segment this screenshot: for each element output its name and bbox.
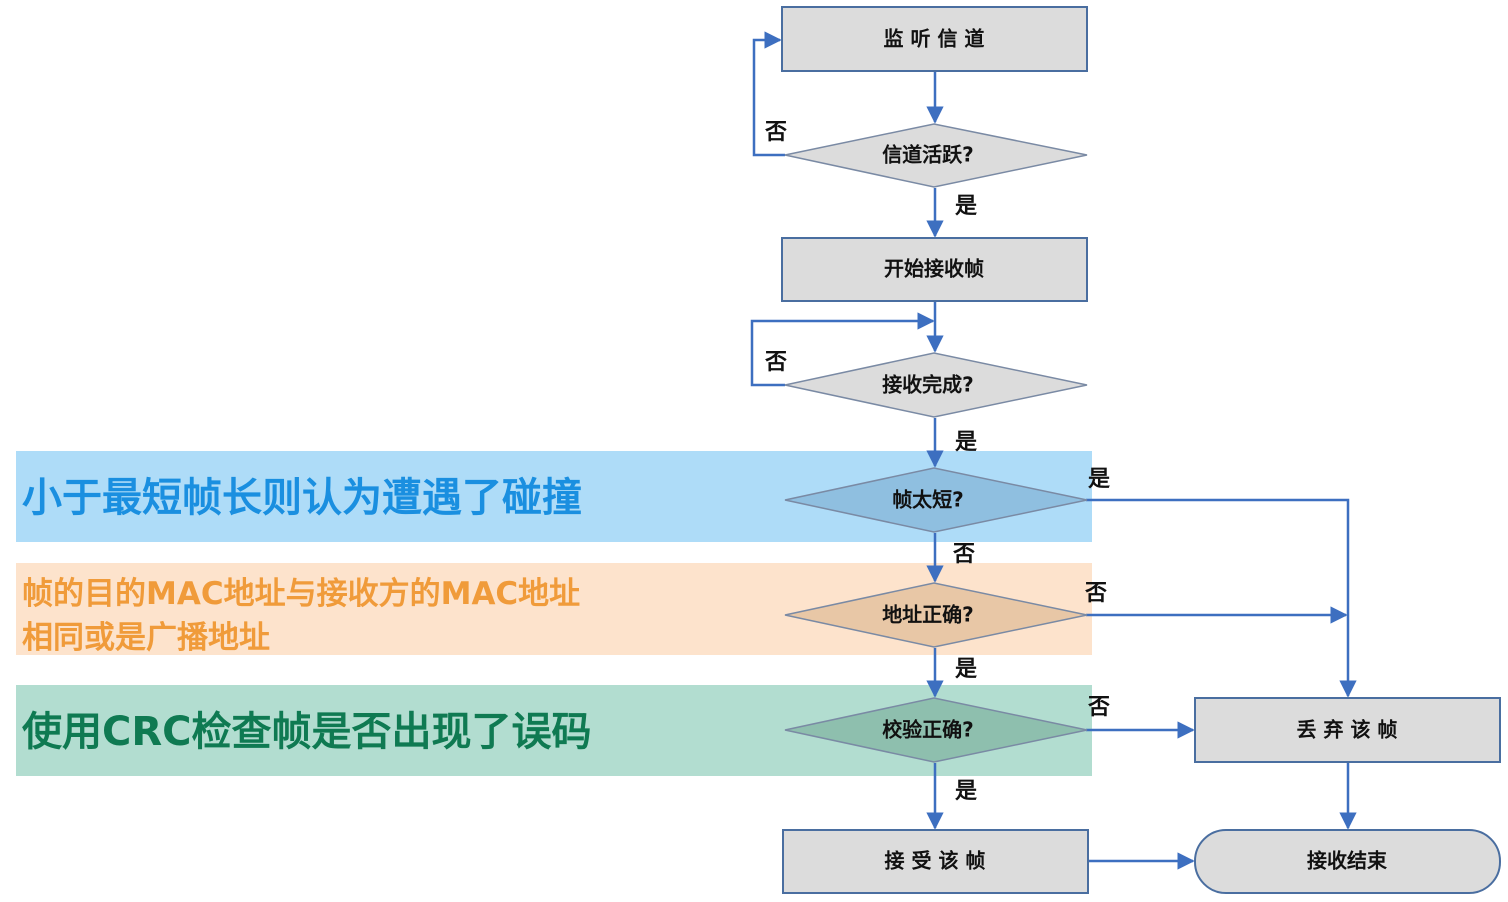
node-receive-done: 接收完成? — [784, 352, 1088, 418]
node-listen: 监 听 信 道 — [781, 6, 1088, 72]
edge-label-short-no: 否 — [952, 542, 975, 567]
edge-label-short-yes: 是 — [1088, 467, 1110, 492]
node-checksum-ok-label: 校验正确? — [882, 718, 974, 742]
node-frame-short: 帧太短? — [784, 467, 1088, 533]
crc-note: 使用CRC检查帧是否出现了误码 — [22, 709, 592, 755]
edge-label-checksum-no: 否 — [1087, 695, 1110, 720]
edge-active-no-loop — [752, 31, 785, 157]
node-end: 接收结束 — [1194, 829, 1501, 894]
node-accept: 接 受 该 帧 — [782, 829, 1089, 894]
edge-label-channel-no: 否 — [764, 120, 787, 145]
edge-short-yes-to-discard — [1086, 498, 1357, 698]
collision-note: 小于最短帧长则认为遭遇了碰撞 — [22, 475, 582, 521]
address-note: 帧的目的MAC地址与接收方的MAC地址 相同或是广播地址 — [22, 576, 581, 656]
node-start-receive-label: 开始接收帧 — [884, 257, 984, 281]
edge-label-receive-yes: 是 — [955, 430, 977, 455]
node-receive-done-label: 接收完成? — [882, 373, 974, 397]
node-address-ok-label: 地址正确? — [882, 603, 974, 627]
node-channel-active: 信道活跃? — [784, 123, 1088, 188]
edge-label-channel-yes: 是 — [955, 194, 977, 219]
edge-label-receive-no: 否 — [764, 350, 787, 375]
node-address-ok: 地址正确? — [784, 582, 1088, 648]
node-listen-label: 监 听 信 道 — [884, 27, 985, 51]
node-frame-short-label: 帧太短? — [892, 488, 964, 512]
edge-label-checksum-yes: 是 — [955, 779, 977, 804]
node-discard-label: 丢 弃 该 帧 — [1297, 718, 1398, 742]
edge-label-address-no: 否 — [1084, 581, 1107, 606]
node-discard: 丢 弃 该 帧 — [1194, 697, 1501, 763]
node-end-label: 接收结束 — [1307, 849, 1388, 873]
node-checksum-ok: 校验正确? — [784, 697, 1088, 763]
node-channel-active-label: 信道活跃? — [882, 143, 974, 167]
node-accept-label: 接 受 该 帧 — [885, 849, 986, 873]
edge-done-no-loop — [750, 312, 935, 387]
node-start-receive: 开始接收帧 — [781, 237, 1088, 302]
edge-label-address-yes: 是 — [955, 657, 977, 682]
